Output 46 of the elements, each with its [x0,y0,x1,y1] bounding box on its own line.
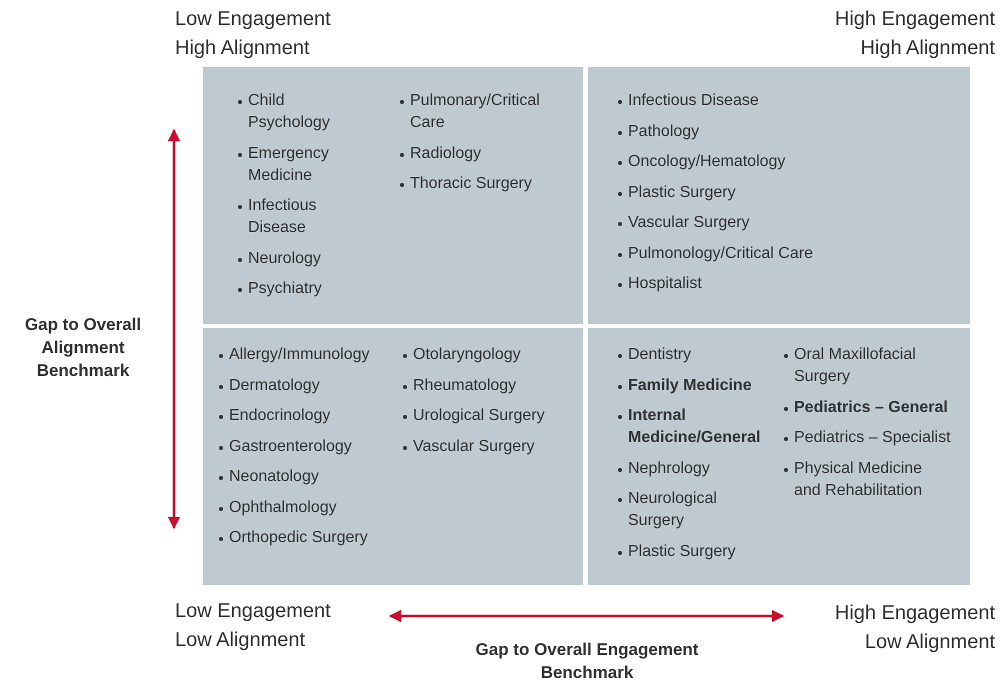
quadrant-label: Low Engagement Low Alignment [175,599,332,653]
list-item: Neonatology [229,468,319,485]
quadrant-panel [203,67,583,324]
quadrant-panel [203,328,583,585]
list-item: Vascular Surgery [628,214,750,231]
list-item: Rheumatology [413,376,516,394]
list-item: Thoracic Surgery [410,175,532,192]
list-item: Neurology [248,250,321,266]
list-item: Pediatrics – Specialist [794,429,951,446]
axis-label: Gap to Overall Engagement Benchmark [474,639,700,684]
list-item: Orthopedic Surgery [229,529,368,546]
list-item: Plastic Surgery [628,542,736,560]
quadrant-label: Low Engagement High Alignment [175,7,332,61]
list-item: Allergy/Immunology [229,346,370,363]
list-item: Infectious Disease [248,197,316,236]
list-item: Neurological Surgery [628,490,717,529]
list-item: Radiology [410,144,482,162]
list-item: Endocrinology [229,407,330,424]
list-item: Oral Maxillofacial Surgery [794,346,916,385]
list-item: Infectious Disease [628,92,759,109]
quadrant-panel [588,328,970,585]
list-item: Psychiatry [248,280,322,297]
list-item: Physical Medicine and Rehabilitation [794,460,922,498]
list-item: Child Psychology [248,92,330,131]
list-item: Family Medicine [628,376,752,394]
list-item: Gastroenterology [229,438,352,454]
list-item: Hospitalist [628,275,702,292]
list-item: Pediatrics – General [794,398,948,416]
list-item: Urological Surgery [413,407,545,424]
list-item: Nephrology [628,460,710,476]
list-item: Pathology [628,122,700,140]
list-item: Vascular Surgery [413,438,535,454]
quadrant-panel [588,67,970,324]
list-item: Emergency Medicine [248,144,329,184]
axis-label: Gap to Overall Alignment Benchmark [24,314,142,382]
list-item: Otolaryngology [413,346,521,363]
list-item: Plastic Surgery [628,184,736,200]
quadrant-label: High Engagement Low Alignment [834,601,995,655]
list-item: Dermatology [229,376,320,394]
list-item: Ophthalmology [229,498,337,516]
quadrant-label: High Engagement High Alignment [834,7,995,61]
list-item: Dentistry [628,346,692,363]
list-item: Pulmonology/Critical Care [628,244,813,262]
list-item: Pulmonary/Critical Care [410,92,540,131]
list-item: Internal Medicine/General [628,407,760,446]
list-item: Oncology/Hematology [628,153,786,170]
